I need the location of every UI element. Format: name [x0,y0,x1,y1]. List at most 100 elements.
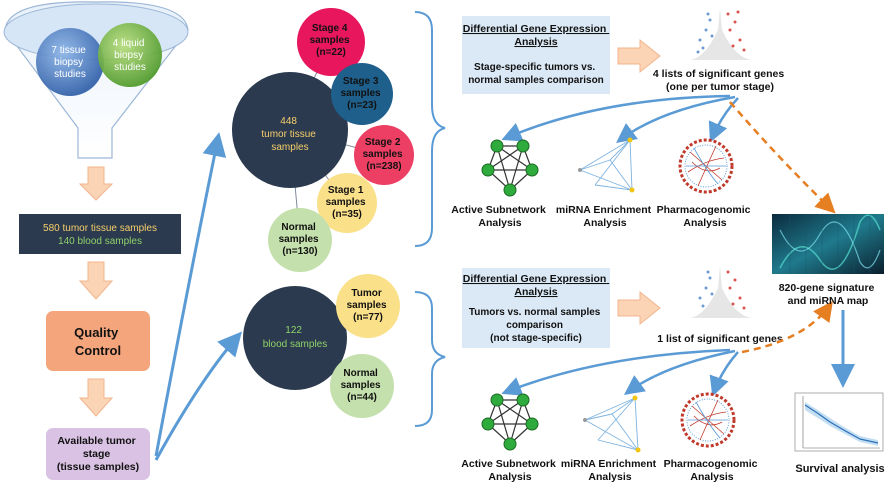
blood-tumor-label: samples [347,300,387,311]
funnel: 7 tissue biopsy studies 4 liquid biopsy … [3,1,189,159]
pharmacogenomic-label-bottom: Pharmacogenomic [664,458,758,470]
stage3-label: Stage 3 [343,76,379,87]
svg-text:miRNA Enrichment Analysis: miRNA Enrichment Analysis [556,204,654,229]
active-subnetwork-label-top: Analysis [478,217,521,229]
mirna-enrichment-label-bottom: miRNA Enrichment [561,458,657,470]
stage4-label: (n=22) [316,47,346,58]
down-arrow-icon [78,166,114,201]
samples-summary-box [19,214,181,254]
svg-text:Stage-specific tumors vs.: Stage-specific tumors vs. normal samples… [468,62,604,86]
tissue-normal-label: Normal [281,222,316,233]
mirna-enrichment-label-top: Analysis [583,217,626,229]
genes-top-label: 4 lists of significant genes [653,68,784,80]
svg-text:7 tissue biopsy st: 7 tissue biopsy studies [51,45,88,80]
blood-normal-label: Normal [343,368,378,379]
tumor-hub-label: tumor tissue [261,129,316,140]
stage4-node [297,8,365,76]
tissue-normal-label: samples [279,234,319,245]
genes-bottom-label: 1 list of significant genes [657,333,783,345]
blood-hub-label: blood samples [263,339,327,350]
stage4-label: Stage 4 [312,23,348,34]
stage4-label: samples [310,35,350,46]
arrow-to-active-top [501,94,731,142]
active-subnetwork-label-top: Active Subnetwork [451,204,546,216]
svg-text:Pharmacogenomic Analysis: Pharmacogenomic Analysis [664,458,761,483]
stage2-label: (n=238) [366,161,401,172]
blood-tumor-label: Tumor [351,288,381,299]
svg-text:Stage 3 samples (n=23): Stage 3 samples (n=23) [341,76,384,111]
network-icon [481,393,539,451]
quality-control-label: Control [75,343,121,358]
down-arrow-icon [78,378,114,417]
funnel-tissue-line: 7 tissue [51,45,86,56]
tissue-studies-bubble [36,28,104,96]
brace-bottom [414,291,446,427]
signature-label: 820-gene signature [779,282,875,294]
svg-text:Normal samples (n=130): Normal samples (n=130) [279,222,322,257]
funnel-liquid-line: biopsy [114,50,143,61]
dge-bottom-title: Differential Gene Expression [463,273,607,285]
stage1-label: Stage 1 [328,185,364,196]
tumor-hub-label: samples [271,142,308,153]
right-arrow-icon [617,290,661,326]
stage3-node [331,63,393,125]
stage2-node [354,125,414,185]
dge-bottom-desc: Tumors vs. normal samples [469,307,601,318]
right-arrow-icon [617,38,661,74]
available-stage-label: Available tumor [57,435,135,447]
dge-top-title: Differential Gene Expression [463,23,607,35]
funnel-tissue-line: studies [54,69,86,80]
dge-box-bottom [462,268,610,348]
svg-text:Differential Gene Expression: Differential Gene Expression Analysis [463,273,609,298]
arrow-to-blood-hub [154,331,242,461]
funnel-tissue-line: biopsy [54,57,83,68]
svg-text:Stage 4 samples (n=22): Stage 4 samples (n=22) [310,23,353,58]
svg-text:4 lists of significant genes: 4 lists of significant genes (one per tu… [653,68,787,93]
active-subnetwork-label-bottom: Analysis [488,471,531,483]
volcano-plot-icon [690,266,752,318]
mirna-enrichment-label-bottom: Analysis [588,471,631,483]
dge-bottom-desc: (not stage-specific) [490,333,582,344]
svg-text:Normal samples (n=44): Normal samples (n=44) [341,368,384,403]
survival-plot-icon [794,392,884,452]
stage1-node [317,173,377,233]
dna-signature-image [772,214,884,274]
svg-text:448 tumor tissue sampl: 448 tumor tissue samples [261,116,318,153]
dge-bottom-title: Analysis [514,286,557,298]
quality-control-label: Quality [74,325,119,340]
dge-top-title: Analysis [514,36,557,48]
svg-text:Active Subnetwork Analysis: Active Subnetwork Analysis [461,458,558,483]
volcano-plot-icon [690,8,752,60]
pharmacogenomic-label-top: Analysis [683,217,726,229]
blood-hub [243,286,347,390]
active-subnetwork-label-bottom: Active Subnetwork [461,458,556,470]
arrow-to-pharma-bottom [709,351,739,397]
svg-text:4 liquid biopsy st: 4 liquid biopsy studies [113,38,147,73]
down-arrow-icon [78,261,114,300]
pharmacogenomic-label-top: Pharmacogenomic [657,204,751,216]
svg-text:miRNA Enrichment Analysis: miRNA Enrichment Analysis [561,458,659,483]
tissue-samples-total: 580 tumor tissue samples [43,223,157,234]
arrow-to-mirna-bottom [623,349,736,395]
blood-tumor-node [336,274,400,338]
arrow-to-tumor-hub [154,132,227,457]
stage1-label: (n=35) [332,209,362,220]
mirna-network-icon [583,395,641,453]
stage1-label: samples [326,197,366,208]
svg-text:Pharmacogenomic Analysis: Pharmacogenomic Analysis [657,204,754,229]
brace-top [414,11,446,247]
arrow-to-signature-top [729,101,836,214]
mirna-network-icon [578,137,635,193]
tumor-tissue-hub [232,72,348,188]
available-stage-label: stage [83,448,111,460]
arrow-to-active-bottom [501,348,731,396]
available-stage-label: (tissue samples) [57,461,139,473]
liquid-studies-bubble [98,23,162,87]
arrow-to-pharma-top [708,97,739,143]
tissue-normal-node [268,208,332,272]
svg-text:122 blood samples: 122 blood samples [263,325,327,350]
tumor-hub-count: 448 [280,116,297,127]
network-icon [481,139,539,197]
svg-text:Tumor samples (n=77): Tumor samples (n=77) [347,288,390,323]
